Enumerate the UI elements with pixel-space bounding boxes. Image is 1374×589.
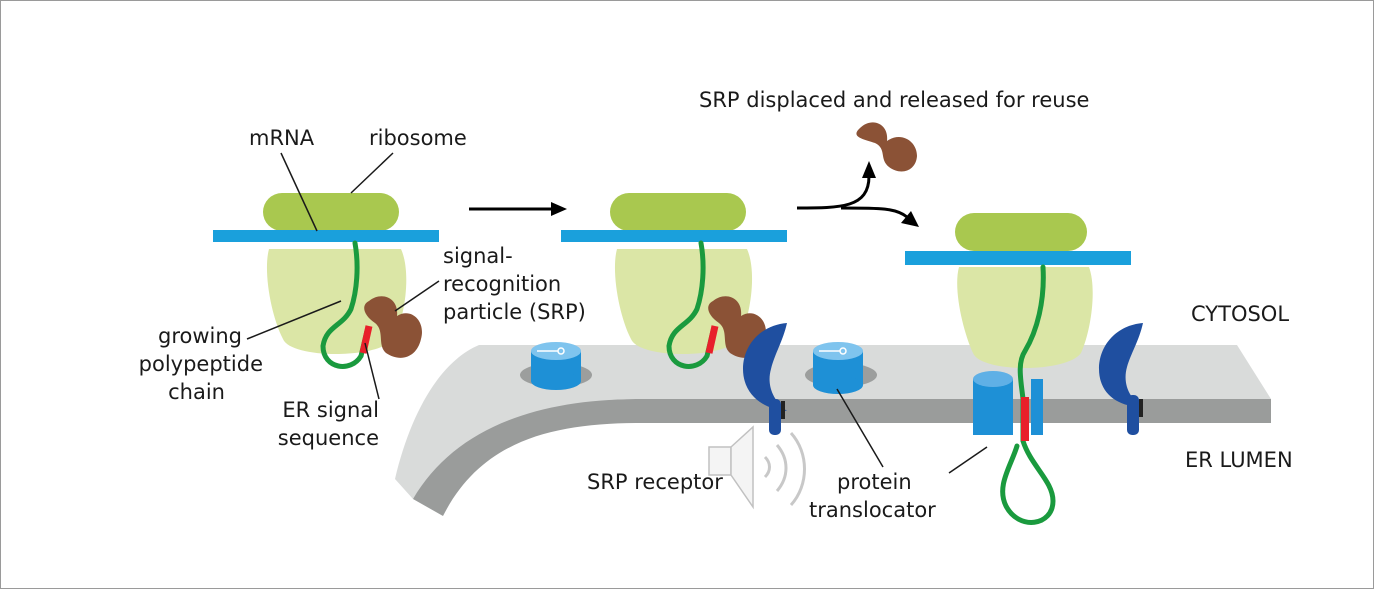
label-er-signal-1: ER signal [282,398,379,422]
translocator-bottom [531,372,581,390]
released-srp [856,122,917,172]
translocator-left-half [973,379,1013,435]
label-ribosome: ribosome [369,126,467,150]
label-srp-released: SRP displaced and released for reuse [699,88,1089,112]
label-srp-1: signal- [443,244,513,268]
mrna-strand [213,230,439,242]
srp-receptor [743,323,787,435]
receptor-stalk [1127,395,1139,435]
leader-chain [246,300,342,340]
leader-srp [394,280,440,312]
membrane-side [413,399,1271,516]
srp-particle [364,296,422,358]
closed-translocator [813,342,863,394]
label-chain-3: chain [168,380,225,404]
sound-wave-2 [775,444,788,492]
arrowhead-up [862,161,876,178]
translocator-bottom [813,376,863,394]
receptor-stalk [769,399,781,435]
label-srp-2: recognition [443,272,561,296]
membrane-top [395,345,1271,499]
label-mrna: mRNA [249,126,315,150]
label-srp-3: particle (SRP) [443,300,586,324]
arrow-branch-right [840,206,908,219]
label-er-signal-2: sequence [278,426,379,450]
speaker-icon[interactable] [708,425,806,510]
srp-receptor-free [1099,323,1143,435]
translocator-left-top [973,371,1013,387]
polypeptide-chain [1000,264,1056,525]
receptor-anchor [781,401,785,419]
leader-open-translocator [948,446,988,474]
mrna-strand [561,230,787,242]
arrow-branch [796,175,871,210]
label-translocator-2: translocator [809,498,936,522]
label-er-lumen: ER LUMEN [1185,448,1293,472]
polypeptide-chain [320,240,370,369]
speaker-cone [730,425,754,510]
ribosome-large-subunit [610,193,746,231]
label-translocator-1: protein [837,470,912,494]
ribosome-large-subunit [263,193,399,231]
label-chain-1: growing [158,324,242,348]
stage-3 [905,213,1143,525]
closed-translocator-left [531,342,581,390]
leader-translocator [836,388,884,468]
ribosome-large-subunit [955,213,1087,251]
leader-ribosome [350,152,394,194]
label-chain-2: polypeptide [139,352,263,376]
receptor-anchor [1139,399,1143,417]
receptor-body [743,323,787,411]
label-srp-receptor: SRP receptor [587,470,723,494]
stage-2 [561,193,863,435]
label-cytosol: CYTOSOL [1191,302,1289,326]
er-signal-sequence [359,325,373,354]
stage-1 [213,193,439,369]
arrowhead-right [901,211,919,227]
ribosome-small-subunit [957,267,1093,368]
leader-mrna [280,152,318,232]
translocator-right-half [1031,379,1043,435]
arrowhead-1 [551,202,567,216]
sound-wave-3 [789,431,806,507]
leader-er-signal [364,342,380,400]
speaker-box [708,446,732,476]
er-signal-sequence [705,325,719,354]
mrna-strand [905,251,1131,265]
polypeptide-chain [666,240,716,369]
open-translocator [973,371,1043,435]
receptor-body [1099,323,1143,407]
sound-wave-1 [763,455,771,479]
